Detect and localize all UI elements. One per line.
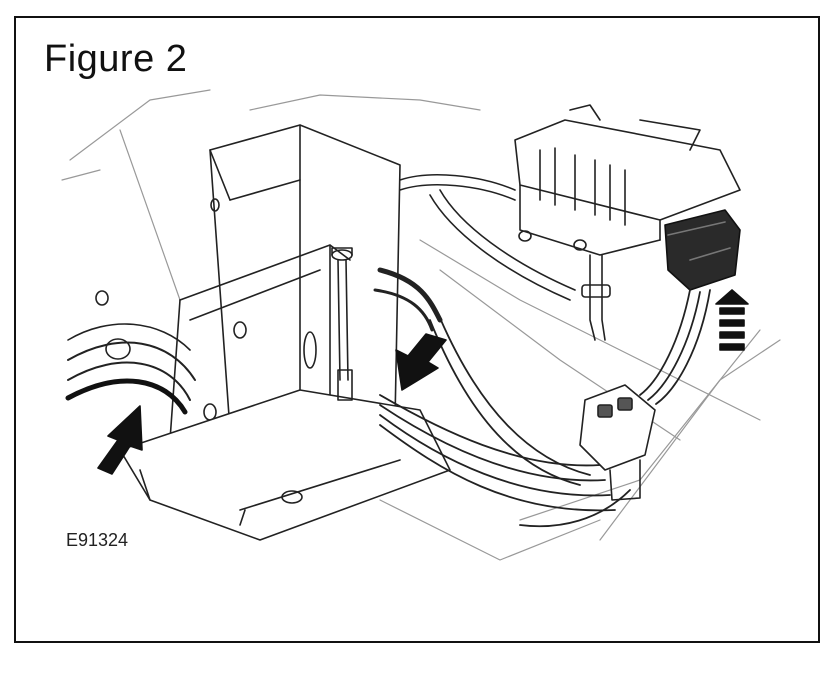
base-plate <box>119 389 451 541</box>
wiring-harness <box>373 267 711 528</box>
mounting-stud <box>331 247 353 401</box>
control-module <box>514 104 741 256</box>
figure-title: Figure 2 <box>44 38 188 80</box>
module-connector <box>664 209 741 291</box>
left-hose <box>65 323 196 415</box>
brake-pipe <box>399 174 611 341</box>
arrow-module-connector <box>715 289 749 351</box>
figure-frame <box>14 16 820 643</box>
arrow-middle-connector <box>395 333 447 391</box>
arrow-left-pipe <box>97 405 143 475</box>
figure-code: E91324 <box>66 530 129 550</box>
harness-connector <box>579 384 656 501</box>
